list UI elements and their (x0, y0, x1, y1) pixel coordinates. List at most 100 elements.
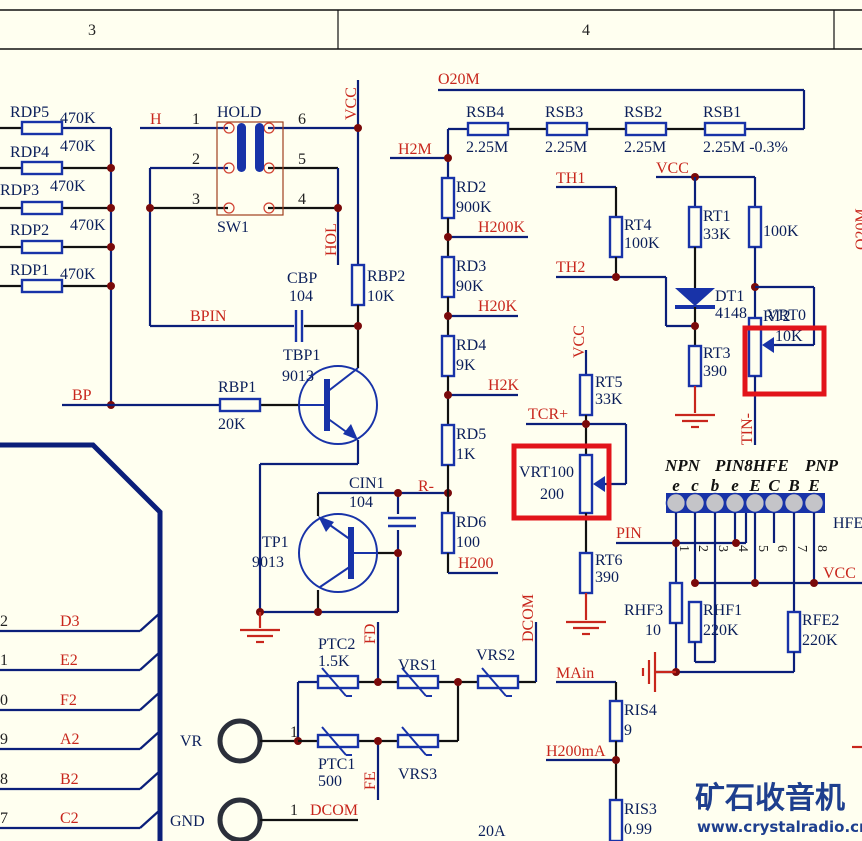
hfe-pin-hole[interactable] (783, 492, 805, 514)
RT6-ref: RT6 (595, 552, 622, 569)
RD4-value: 9K (456, 357, 476, 374)
transistor-TBP1 (298, 365, 378, 445)
RD2-value: 900K (456, 199, 492, 216)
RSB1-ref: RSB1 (703, 104, 741, 121)
PTC1-ref: PTC1 (318, 756, 355, 773)
VRT100-ref: VRT100 (519, 464, 574, 481)
hfe-pin-hole[interactable] (684, 492, 706, 514)
hfe-pin-number: 5 (755, 545, 770, 552)
connector-pin-number: 8 (0, 771, 8, 788)
hfe-pin-letter: C (768, 476, 780, 495)
connector-pin-number: 7 (0, 810, 8, 827)
net-label-A2: A2 (60, 731, 80, 748)
resistor-RSB3 (545, 121, 589, 137)
RD6-ref: RD6 (456, 514, 486, 531)
hfe-pin-letter: b (711, 476, 720, 495)
net-label-B2: B2 (60, 771, 79, 788)
highlight-box-VRT0 (742, 325, 827, 397)
connector-pin-number: 1 (0, 652, 8, 669)
resistor-RBP2 (350, 263, 366, 307)
hfe-pin-letter: E (807, 476, 819, 495)
net-label-O20M-right: O20M (853, 208, 862, 250)
varistor-VRS1 (396, 667, 440, 697)
hfe-pin-letter: E (748, 476, 760, 495)
PTC1-value: 500 (318, 773, 342, 790)
net-label-FD: FD (362, 624, 379, 644)
VR-label: VR (180, 733, 203, 750)
net-label-HOL: HOL (323, 223, 340, 256)
resistor-RSB1 (703, 121, 747, 137)
resistor-RSB2 (624, 121, 668, 137)
resistor-RD6 (440, 511, 456, 555)
watermark-title: 矿石收音机 (695, 781, 845, 816)
RDP3-value: 470K (50, 178, 86, 195)
VRT0-value: 10K (775, 328, 803, 345)
RD2-ref: RD2 (456, 179, 486, 196)
RSB2-value: 2.25M (624, 139, 666, 156)
SW1-pin-4: 4 (298, 191, 306, 208)
zone-label-3: 3 (88, 22, 96, 39)
hfe-pin-hole[interactable] (704, 492, 726, 514)
RSB2-ref: RSB2 (624, 104, 662, 121)
hfe-group-npn: NPN (664, 456, 701, 475)
connector-pin-number: 2 (0, 613, 8, 630)
net-label-H20K: H20K (478, 298, 518, 315)
hfe-pin-hole[interactable] (665, 492, 687, 514)
terminal-GND[interactable] (217, 797, 263, 841)
net-label-H200: H200 (458, 555, 494, 572)
PTC2-ref: PTC2 (318, 636, 355, 653)
VR-pin: 1 (290, 724, 298, 741)
resistor-RHF1 (687, 600, 703, 644)
RHF3-ref: RHF3 (624, 602, 663, 619)
RHF1-ref: RHF1 (703, 602, 742, 619)
varistor-PTC2 (316, 667, 360, 697)
RIS3-ref: RIS3 (624, 801, 657, 818)
CBP-value: 104 (289, 288, 313, 305)
resistor-RT3 (687, 344, 703, 388)
net-label-DCOM-bottom: DCOM (310, 802, 358, 819)
net-label-MAin: MAin (556, 665, 594, 682)
hfe-group-pin8hfe: PIN8HFE (714, 456, 789, 475)
RHF3-value: 10 (645, 622, 661, 639)
VRS2-ref: VRS2 (476, 647, 515, 664)
net-label-VCC-rt5: VCC (571, 325, 588, 358)
RT1-value: 33K (703, 226, 731, 243)
net-label-R-minus: R- (418, 478, 434, 495)
resistor-RDP3 (20, 200, 64, 216)
RT1-ref: RT1 (703, 208, 730, 225)
RBP2-ref: RBP2 (367, 268, 405, 285)
SW1-pin-5: 5 (298, 151, 306, 168)
RT4-ref: RT4 (624, 217, 651, 234)
resistor-RIS4 (608, 699, 624, 743)
hfe-pin-letter: e (731, 476, 739, 495)
RSB3-ref: RSB3 (545, 104, 583, 121)
switch-SW1: HOLD SW1 1 2 3 6 5 4 H HOL (140, 104, 358, 326)
hfe-pin-letter: e (672, 476, 680, 495)
connector-pin-number: 9 (0, 731, 8, 748)
DT1-ref: DT1 (715, 288, 744, 305)
resistor-RD2 (440, 176, 456, 220)
resistor-RSB4 (466, 121, 510, 137)
frame-header: 3 4 (0, 9, 862, 50)
terminal-VR[interactable] (217, 718, 263, 764)
net-label-H200mA: H200mA (546, 743, 606, 760)
hfe-pin-hole[interactable] (763, 492, 785, 514)
net-label-BPIN: BPIN (190, 308, 227, 325)
hfe-pin-hole[interactable] (744, 492, 766, 514)
hfe-pin-hole[interactable] (803, 492, 825, 514)
resistor-RT2 (747, 205, 763, 249)
resistor-RIS3 (608, 798, 624, 841)
SW1-pin-3: 3 (192, 191, 200, 208)
CIN1-ref: CIN1 (349, 475, 385, 492)
VRT0-ref: VRT0 (767, 307, 806, 324)
label-20A: 20A (478, 823, 506, 840)
RIS4-ref: RIS4 (624, 702, 657, 719)
net-label-DCOM-vertical: DCOM (520, 594, 537, 642)
RT3-ref: RT3 (703, 345, 730, 362)
net-label-BP: BP (72, 387, 92, 404)
net-label-H: H (150, 111, 162, 128)
hfe-pin-hole[interactable] (724, 492, 746, 514)
resistor-RT1 (687, 205, 703, 249)
